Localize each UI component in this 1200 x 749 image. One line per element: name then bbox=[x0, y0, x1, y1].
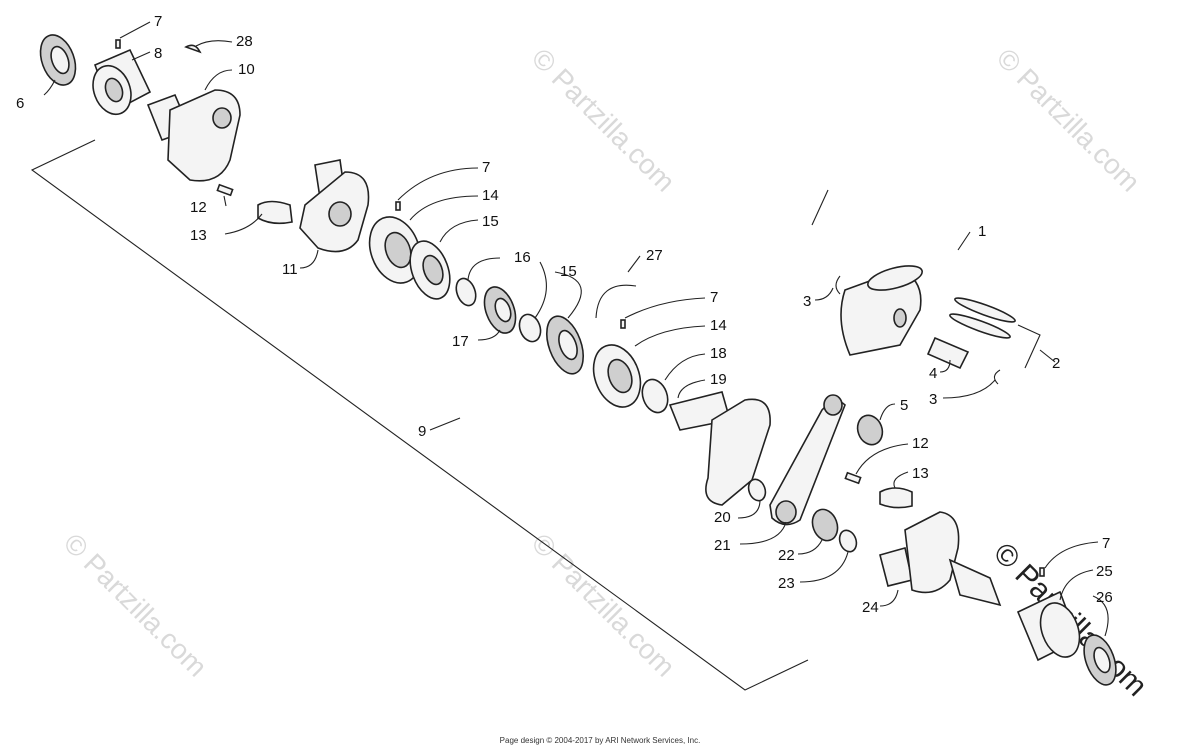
callout-7-top: 7 bbox=[154, 13, 162, 30]
piston-ring-upper bbox=[954, 297, 1016, 323]
retaining-clip bbox=[595, 284, 637, 319]
piston bbox=[840, 265, 923, 356]
crank-key-right bbox=[879, 487, 913, 509]
center-seal-lower bbox=[545, 315, 585, 375]
crankshaft-assembly-bracket bbox=[30, 139, 809, 691]
callout-11: 11 bbox=[282, 261, 298, 278]
watermark-bottom-center: © Partzilla.com bbox=[526, 527, 681, 682]
page-footer: Page design © 2004-2017 by ARI Network S… bbox=[499, 736, 701, 745]
callout-9: 9 bbox=[418, 423, 426, 440]
connecting-rod bbox=[769, 394, 846, 526]
center-bearing-lower bbox=[592, 344, 642, 408]
callout-2: 2 bbox=[1052, 355, 1060, 372]
center-seal-upper bbox=[409, 240, 451, 300]
crank-pin-screw-left bbox=[216, 183, 234, 197]
spacer-ring-lower bbox=[518, 313, 542, 343]
callout-27: 27 bbox=[646, 247, 663, 264]
crank-gear bbox=[483, 286, 517, 334]
callout-7-mid: 7 bbox=[710, 289, 718, 306]
crankshaft-half-center bbox=[299, 159, 370, 253]
callout-15-upper: 15 bbox=[482, 213, 499, 230]
callout-8: 8 bbox=[154, 45, 162, 62]
callout-12-left: 12 bbox=[190, 199, 207, 216]
callout-22: 22 bbox=[778, 547, 795, 564]
callout-3-upper: 3 bbox=[803, 293, 811, 310]
crankshaft-half-end bbox=[879, 511, 1002, 607]
needle-bearing-small-end bbox=[856, 414, 884, 446]
callout-labels: 1 2 3 3 4 5 6 7 7 7 7 8 9 10 11 12 12 13… bbox=[16, 13, 1113, 616]
thrust-washer-left bbox=[747, 478, 767, 502]
locating-pin-1 bbox=[115, 39, 121, 49]
callout-21: 21 bbox=[714, 537, 731, 554]
needle-bearing-big-end bbox=[811, 508, 839, 542]
callout-25: 25 bbox=[1096, 563, 1113, 580]
crank-seal-left bbox=[39, 34, 77, 86]
callout-7-bottom: 7 bbox=[1102, 535, 1110, 552]
callout-13-right: 13 bbox=[912, 465, 929, 482]
piston-assembly-bracket bbox=[811, 189, 829, 226]
crankshaft-half-left bbox=[146, 89, 241, 182]
callout-4: 4 bbox=[929, 365, 937, 382]
crank-pin-screw-right bbox=[844, 471, 862, 485]
watermark-top-center: © Partzilla.com bbox=[526, 42, 681, 197]
main-bearing-right bbox=[1016, 590, 1081, 662]
callout-7-center: 7 bbox=[482, 159, 490, 176]
locating-pin-2 bbox=[395, 201, 401, 211]
callout-24: 24 bbox=[862, 599, 879, 616]
callout-16: 16 bbox=[514, 249, 531, 266]
callout-5: 5 bbox=[900, 397, 908, 414]
thrust-washer-right bbox=[838, 529, 858, 553]
callout-23: 23 bbox=[778, 575, 795, 592]
center-bearing-upper bbox=[368, 216, 422, 284]
callout-3-lower: 3 bbox=[929, 391, 937, 408]
callout-10: 10 bbox=[238, 61, 255, 78]
callout-19: 19 bbox=[710, 371, 727, 388]
callout-14-upper: 14 bbox=[482, 187, 499, 204]
locating-pin-3 bbox=[620, 319, 626, 329]
spacer-ring-upper bbox=[455, 277, 477, 307]
callout-28: 28 bbox=[236, 33, 253, 50]
callout-13-left: 13 bbox=[190, 227, 207, 244]
crankshaft-half-right bbox=[668, 391, 771, 506]
callout-18: 18 bbox=[710, 345, 727, 362]
circlip-lower bbox=[993, 369, 1001, 385]
callout-14-lower: 14 bbox=[710, 317, 727, 334]
wrist-pin bbox=[926, 336, 970, 370]
callout-17: 17 bbox=[452, 333, 469, 350]
circlip-upper bbox=[835, 275, 841, 295]
callout-12-right: 12 bbox=[912, 435, 929, 452]
callout-6: 6 bbox=[16, 95, 24, 112]
callout-15-lower: 15 bbox=[560, 263, 577, 280]
callout-1: 1 bbox=[978, 223, 986, 240]
watermark-top-right: © Partzilla.com bbox=[991, 42, 1146, 197]
woodruff-key bbox=[184, 44, 202, 54]
crank-seal-right bbox=[1083, 634, 1117, 686]
leader-lines bbox=[43, 21, 1109, 637]
locating-pin-4 bbox=[1039, 567, 1045, 577]
watermark-bottom-left: © Partzilla.com bbox=[58, 527, 213, 682]
main-bearing-left bbox=[92, 48, 152, 116]
callout-26: 26 bbox=[1096, 589, 1113, 606]
callout-20: 20 bbox=[714, 509, 731, 526]
piston-rings-bracket bbox=[1017, 324, 1041, 369]
crank-key-left bbox=[257, 200, 293, 225]
o-ring bbox=[641, 378, 669, 414]
piston-ring-lower bbox=[949, 313, 1011, 339]
